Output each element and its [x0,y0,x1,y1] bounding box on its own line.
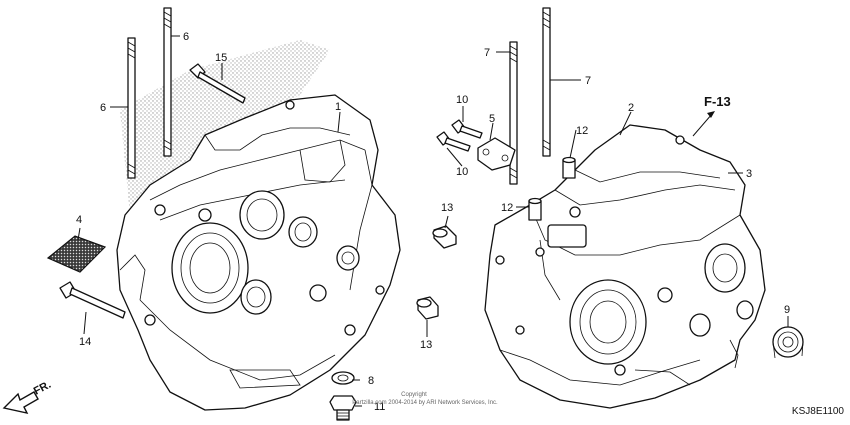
callout-9: 9 [784,304,790,316]
dowel-pin-13-left [432,225,457,249]
arrow-front-icon [2,391,39,414]
copyright-line-2: Partzilla.com 2004-2014 by ARI Network S… [352,400,498,406]
setting-plate-5 [477,137,516,171]
callout-13-right: 13 [420,339,432,351]
stud-bolt-6-right [163,7,172,157]
stud-bolt-6-left [127,37,136,179]
callout-3: 3 [746,168,752,180]
dowel-pin-13-right [416,296,439,320]
callout-6-left: 6 [100,102,106,114]
right-crankcase-half [484,124,766,409]
drain-plug-11 [329,395,357,421]
callout-7-left: 7 [484,47,490,59]
dowel-pin-12-upper [562,156,576,179]
callout-1: 1 [335,101,341,113]
callout-7-right: 7 [585,75,591,87]
washer-8 [331,371,355,385]
callout-6-right: 6 [183,31,189,43]
callout-15: 15 [215,52,227,64]
callout-11: 11 [374,401,385,413]
arrow-up-right-icon [707,111,715,118]
callout-10-upper: 10 [456,94,468,106]
section-reference-label: F-13 [704,94,731,109]
front-direction-label: FR. [32,379,53,398]
bolt-14 [59,281,126,319]
callout-12-lower: 12 [501,202,513,214]
callout-14: 14 [79,336,91,348]
callout-10-lower: 10 [456,166,468,178]
callout-12-upper: 12 [576,125,588,137]
leader-lines [77,35,789,407]
callout-4: 4 [76,214,82,226]
section-reference: F-13 [692,94,731,137]
callout-13-left: 13 [441,202,453,214]
callout-5: 5 [489,113,495,125]
oil-strainer-screen-4 [46,235,107,273]
diagram-code: KSJ8E1100 [792,406,845,417]
bolt-10-lower [436,131,471,152]
dowel-pin-12-lower [528,197,542,221]
stud-bolt-7-right [542,7,551,157]
left-crankcase-half [116,94,401,411]
bolt-10-upper [451,119,483,139]
front-direction-indicator: FR. [2,379,53,414]
callout-8: 8 [368,375,374,387]
oil-seal-9 [772,326,804,359]
copyright-line-1: Copyright [401,392,427,398]
callout-labels: 1 2 3 4 5 6 6 7 7 8 9 10 10 11 12 12 13 … [76,31,790,413]
callout-2: 2 [628,102,634,114]
bolt-15 [189,63,246,104]
stud-bolt-7-left [509,41,518,185]
